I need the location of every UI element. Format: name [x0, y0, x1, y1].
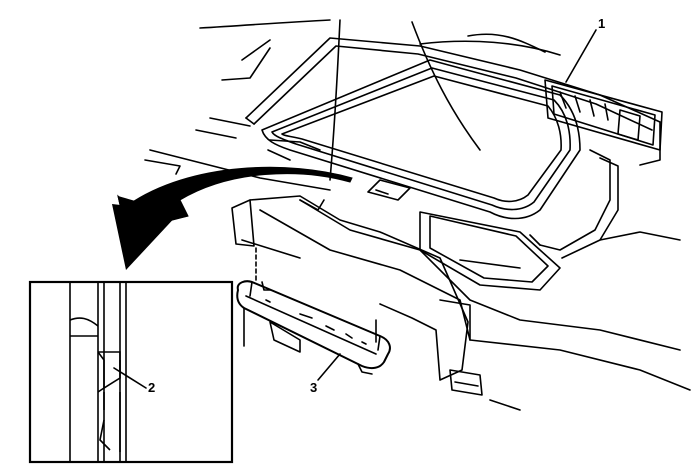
callout-1-label: 1	[598, 16, 605, 31]
callout-3-label: 3	[310, 380, 317, 395]
left-trim	[144, 117, 331, 191]
center-bracket	[299, 179, 411, 211]
callout-3-leader	[317, 353, 341, 381]
switch-assembly	[236, 280, 391, 375]
curved-arrow-left-icon	[112, 166, 353, 270]
trim-panel	[231, 195, 469, 381]
center-display-bezel	[261, 59, 581, 220]
air-vent	[544, 79, 663, 151]
steering-column	[329, 19, 481, 181]
callout-2-label: 2	[148, 380, 155, 395]
dashboard-outline	[199, 19, 661, 166]
callout-1-leader	[565, 29, 597, 83]
detail-inset	[28, 280, 234, 464]
